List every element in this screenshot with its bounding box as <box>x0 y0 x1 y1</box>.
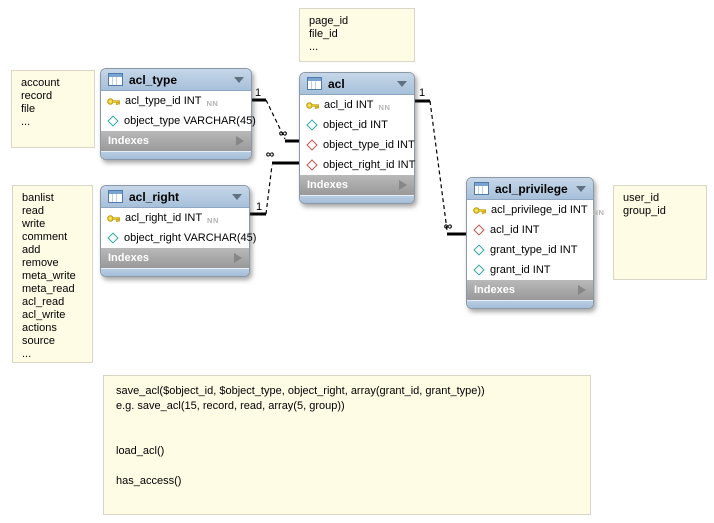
foreign-key-icon <box>473 224 485 236</box>
expand-right-icon[interactable] <box>399 180 407 190</box>
table-icon <box>307 77 322 90</box>
chevron-down-icon[interactable] <box>576 185 586 192</box>
column-row[interactable]: object_type_id INT <box>300 135 415 155</box>
note-page-objects[interactable]: page_id file_id ... <box>299 8 415 62</box>
table-header[interactable]: acl_type <box>101 69 251 91</box>
column-row[interactable]: object_id INT <box>300 115 414 135</box>
connector-dashed-line[interactable] <box>429 100 448 231</box>
column-name: object_right VARCHAR(45) <box>124 232 257 244</box>
indexes-bar[interactable]: Indexes <box>101 248 249 268</box>
table-header[interactable]: acl <box>300 73 414 95</box>
column-icon <box>473 244 485 256</box>
table-header[interactable]: acl_privilege <box>467 178 593 200</box>
table-title: acl_type <box>129 72 178 87</box>
table-icon <box>108 73 123 86</box>
column-row[interactable]: grant_type_id INT <box>467 240 593 260</box>
chevron-down-icon[interactable] <box>397 80 407 87</box>
connector-dashed-line[interactable] <box>265 164 273 215</box>
primary-key-icon <box>107 97 120 106</box>
cardinality-one-label: 1 <box>419 87 425 99</box>
expand-right-icon[interactable] <box>236 136 244 146</box>
column-row[interactable]: object_right_id INT <box>300 155 416 175</box>
not-null-flag: NN <box>207 215 219 225</box>
column-name: object_id INT <box>323 119 388 131</box>
expand-right-icon[interactable] <box>578 285 586 295</box>
table-acl_right[interactable]: acl_right acl_right_id INT NN object_rig… <box>100 185 256 277</box>
connector-dashed-line[interactable] <box>265 99 286 140</box>
table-bottom-strip <box>101 268 249 276</box>
indexes-bar[interactable]: Indexes <box>101 131 251 151</box>
indexes-label: Indexes <box>108 135 149 147</box>
column-name: acl_privilege_id INT <box>491 204 588 216</box>
not-null-flag: NN <box>206 98 219 108</box>
primary-key-icon <box>473 206 486 215</box>
column-name: acl_id INT <box>324 99 374 111</box>
column-icon <box>306 119 318 131</box>
expand-right-icon[interactable] <box>234 253 242 263</box>
column-row[interactable]: acl_type_id INT NN <box>101 91 251 111</box>
primary-key-icon <box>107 214 120 223</box>
cardinality-many-label: ∞ <box>444 219 453 233</box>
column-name: grant_type_id INT <box>490 244 578 256</box>
not-null-flag: NN <box>592 207 605 217</box>
column-icon <box>107 115 119 127</box>
relationship-acl_type-acl[interactable]: 1 ∞ <box>249 87 300 143</box>
column-row[interactable]: acl_right_id INT NN <box>101 208 249 228</box>
table-acl_type[interactable]: acl_type acl_type_id INT NN object_type … <box>100 68 256 160</box>
indexes-label: Indexes <box>108 252 149 264</box>
table-icon <box>108 190 123 203</box>
indexes-label: Indexes <box>307 179 348 191</box>
column-name: grant_id INT <box>490 264 551 276</box>
not-null-flag: NN <box>378 102 391 112</box>
column-row[interactable]: grant_id INT <box>467 260 593 280</box>
table-bottom-strip <box>101 151 251 159</box>
column-icon <box>473 264 485 276</box>
table-acl_privilege[interactable]: acl_privilege acl_privilege_id INT NN ac… <box>466 177 604 309</box>
relationship-acl_right-acl[interactable]: 1 ∞ <box>247 147 300 216</box>
cardinality-one-label: 1 <box>256 201 262 213</box>
table-title: acl <box>328 76 345 91</box>
cardinality-many-label: ∞ <box>279 126 288 140</box>
note-grant-types[interactable]: user_id group_id <box>613 185 707 280</box>
note-api-functions[interactable]: save_acl($object_id, $object_type, objec… <box>103 375 591 515</box>
indexes-bar[interactable]: Indexes <box>467 280 593 300</box>
table-acl[interactable]: acl acl_id INT NN object_id INT object_t… <box>299 72 415 204</box>
column-name: object_right_id INT <box>323 159 416 171</box>
column-row[interactable]: object_right VARCHAR(45) <box>101 228 256 248</box>
chevron-down-icon[interactable] <box>234 76 244 83</box>
indexes-label: Indexes <box>474 284 515 296</box>
note-object-types[interactable]: account record file ... <box>11 70 95 148</box>
indexes-bar[interactable]: Indexes <box>300 175 414 195</box>
primary-key-icon <box>306 101 319 110</box>
table-title: acl_privilege <box>495 181 568 196</box>
column-row[interactable]: acl_id INT <box>467 220 593 240</box>
column-name: acl_id INT <box>490 224 540 236</box>
table-bottom-strip <box>300 195 414 203</box>
column-name: object_type VARCHAR(45) <box>124 115 256 127</box>
column-name: acl_type_id INT <box>125 95 202 107</box>
foreign-key-icon <box>306 159 318 171</box>
relationship-acl-acl_privilege[interactable]: 1 ∞ <box>412 87 467 236</box>
cardinality-one-label: 1 <box>255 87 261 99</box>
column-name: object_type_id INT <box>323 139 415 151</box>
table-title: acl_right <box>129 189 180 204</box>
column-row[interactable]: acl_id INT NN <box>300 95 414 115</box>
column-row[interactable]: acl_privilege_id INT NN <box>467 200 604 220</box>
chevron-down-icon[interactable] <box>232 193 242 200</box>
table-header[interactable]: acl_right <box>101 186 249 208</box>
table-bottom-strip <box>467 300 593 308</box>
column-name: acl_right_id INT <box>125 212 203 224</box>
table-icon <box>474 182 489 195</box>
column-icon <box>107 232 119 244</box>
foreign-key-icon <box>306 139 318 151</box>
column-row[interactable]: object_type VARCHAR(45) <box>101 111 256 131</box>
note-object-rights[interactable]: banlist read write comment add remove me… <box>12 185 93 363</box>
cardinality-many-label: ∞ <box>266 147 275 161</box>
